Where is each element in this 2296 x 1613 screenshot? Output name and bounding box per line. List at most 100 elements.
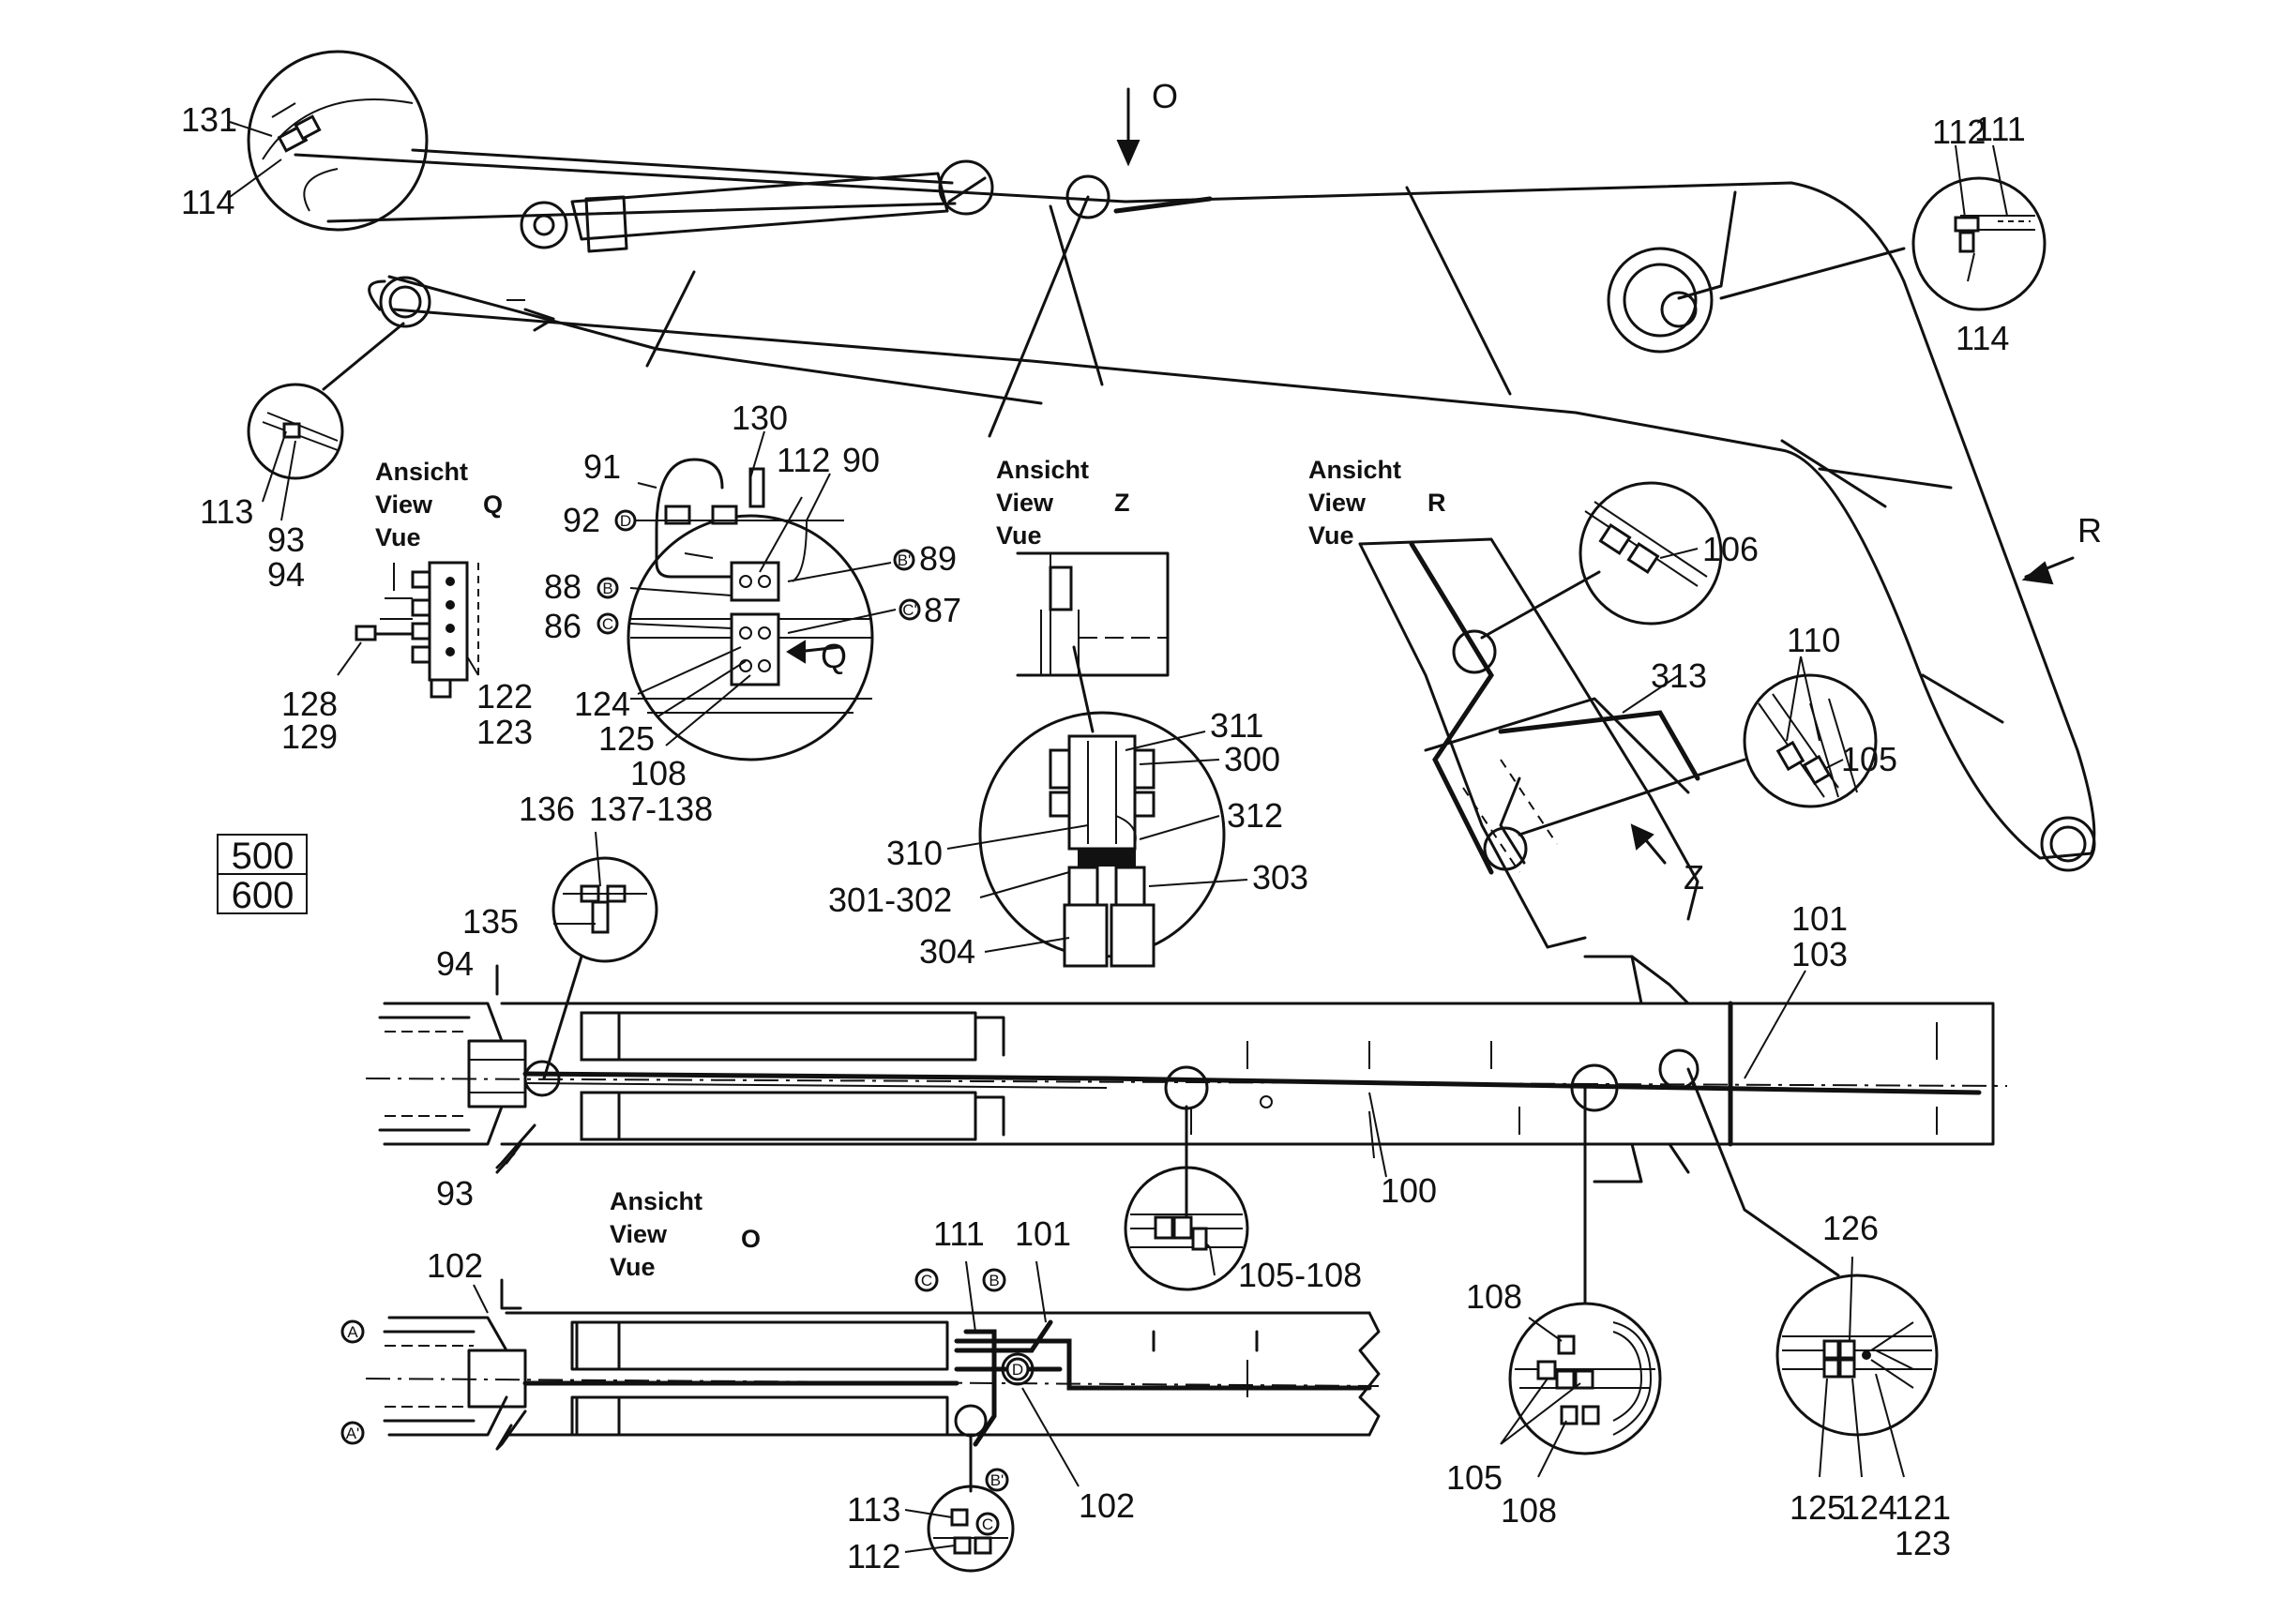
part-labels: 131 114 O 112 111 114 113 93 94 Ansicht … <box>181 77 2102 1575</box>
label-111-bottom: 111 <box>933 1214 985 1253</box>
label-113-bottom: 113 <box>847 1490 900 1529</box>
label-93-top: 93 <box>267 520 305 559</box>
label-121: 121 <box>1895 1488 1951 1527</box>
label-112-q: 112 <box>777 441 830 479</box>
label-114-top: 114 <box>181 183 234 221</box>
view-q-manifold <box>355 561 479 699</box>
connection-markers: D B C B' C' A A' C B D B' C <box>340 509 1030 1536</box>
view-o-vue: Vue <box>610 1253 656 1281</box>
marker-b-o: B <box>989 1272 999 1289</box>
label-100: 100 <box>1381 1171 1437 1210</box>
model-500: 500 <box>232 836 295 877</box>
label-135: 135 <box>462 902 519 941</box>
detail-circle-112-111 <box>1911 176 2047 311</box>
label-128: 128 <box>281 685 338 723</box>
view-r-view: View <box>1308 489 1367 517</box>
label-89: 89 <box>919 539 957 578</box>
boom-side-view <box>294 87 2096 872</box>
label-94-top: 94 <box>267 555 305 594</box>
label-108-upper: 108 <box>1466 1277 1522 1316</box>
marker-d-o: D <box>1012 1361 1023 1379</box>
view-z-view: View <box>996 489 1054 517</box>
label-91: 91 <box>583 447 621 486</box>
label-94-mid: 94 <box>436 944 474 983</box>
detail-circle-121-126 <box>1775 1274 1939 1437</box>
label-r-arrow: R <box>2077 511 2102 550</box>
marker-aprime: A' <box>346 1425 360 1442</box>
label-124-q: 124 <box>574 685 630 723</box>
detail-circle-105-108 <box>1124 1166 1249 1291</box>
label-102-bottom-left: 102 <box>427 1246 483 1285</box>
marker-bprime-q: B' <box>898 551 912 569</box>
label-114-right: 114 <box>1956 319 2009 357</box>
label-87: 87 <box>924 591 961 629</box>
model-600: 600 <box>232 875 295 916</box>
view-z-vue: Vue <box>996 521 1042 550</box>
label-137-138: 137-138 <box>589 790 713 828</box>
label-125-q: 125 <box>598 719 655 758</box>
label-136: 136 <box>519 790 575 828</box>
label-112-right: 112 <box>1932 113 1986 151</box>
label-112-bottom: 112 <box>847 1537 900 1575</box>
view-z-section <box>978 551 1226 968</box>
label-o-arrow: O <box>1152 77 1178 115</box>
label-110: 110 <box>1787 621 1840 659</box>
view-r-section <box>1358 481 1878 949</box>
label-123-bottom: 123 <box>1895 1524 1951 1562</box>
detail-circle-135-138 <box>523 856 658 1097</box>
label-126: 126 <box>1822 1209 1879 1247</box>
label-311: 311 <box>1210 706 1263 745</box>
marker-c-o: C <box>921 1272 932 1289</box>
label-101-mid: 101 <box>1791 899 1848 938</box>
label-312: 312 <box>1227 796 1283 835</box>
label-103-mid: 103 <box>1791 935 1848 973</box>
label-122: 122 <box>476 677 533 716</box>
view-o-view: View <box>610 1220 668 1248</box>
arm-top-view-bottom <box>365 1278 1381 1573</box>
view-o-ansicht: Ansicht <box>610 1187 702 1215</box>
label-108-lower: 108 <box>1501 1491 1557 1530</box>
label-105-r: 105 <box>1841 740 1897 778</box>
view-q-letter: Q <box>483 490 503 519</box>
leader-lines <box>229 121 2008 1553</box>
label-129: 129 <box>281 717 338 756</box>
label-123-q: 123 <box>476 713 533 751</box>
label-304: 304 <box>919 932 975 971</box>
marker-a: A <box>347 1323 358 1341</box>
label-301-302: 301-302 <box>828 881 952 919</box>
label-125-bottom: 125 <box>1790 1488 1846 1527</box>
label-303: 303 <box>1252 858 1308 897</box>
view-r-ansicht: Ansicht <box>1308 456 1401 484</box>
label-q-arrow: Q <box>821 637 847 675</box>
label-300: 300 <box>1224 740 1280 778</box>
label-124-bottom: 124 <box>1841 1488 1897 1527</box>
label-108-q: 108 <box>630 754 687 792</box>
view-q-ansicht: Ansicht <box>375 458 468 486</box>
label-88: 88 <box>544 567 582 606</box>
detail-circle-131-114 <box>247 50 957 232</box>
marker-c-o-detail: C <box>982 1515 993 1533</box>
view-z-ansicht: Ansicht <box>996 456 1089 484</box>
marker-c-q: C <box>602 615 613 633</box>
label-102-bottom: 102 <box>1079 1486 1135 1525</box>
detail-circle-113 <box>247 322 405 480</box>
label-130: 130 <box>732 399 788 437</box>
label-131-top: 131 <box>181 100 237 139</box>
marker-cprime-q: C' <box>902 601 917 619</box>
view-r-vue: Vue <box>1308 521 1354 550</box>
view-r-letter: R <box>1427 489 1446 517</box>
view-q-view: View <box>375 490 433 519</box>
marker-bprime-o: B' <box>990 1471 1004 1489</box>
view-q-vue: Vue <box>375 523 421 551</box>
label-310: 310 <box>886 834 943 872</box>
marker-b-q: B <box>602 580 612 597</box>
label-90: 90 <box>842 441 880 479</box>
label-101-bottom: 101 <box>1015 1214 1071 1253</box>
view-q-detail-circle <box>619 458 874 761</box>
label-92: 92 <box>563 501 600 539</box>
label-105-bottom: 105 <box>1446 1458 1503 1497</box>
label-z-arrow: Z <box>1684 858 1704 897</box>
marker-d-q: D <box>620 512 631 530</box>
